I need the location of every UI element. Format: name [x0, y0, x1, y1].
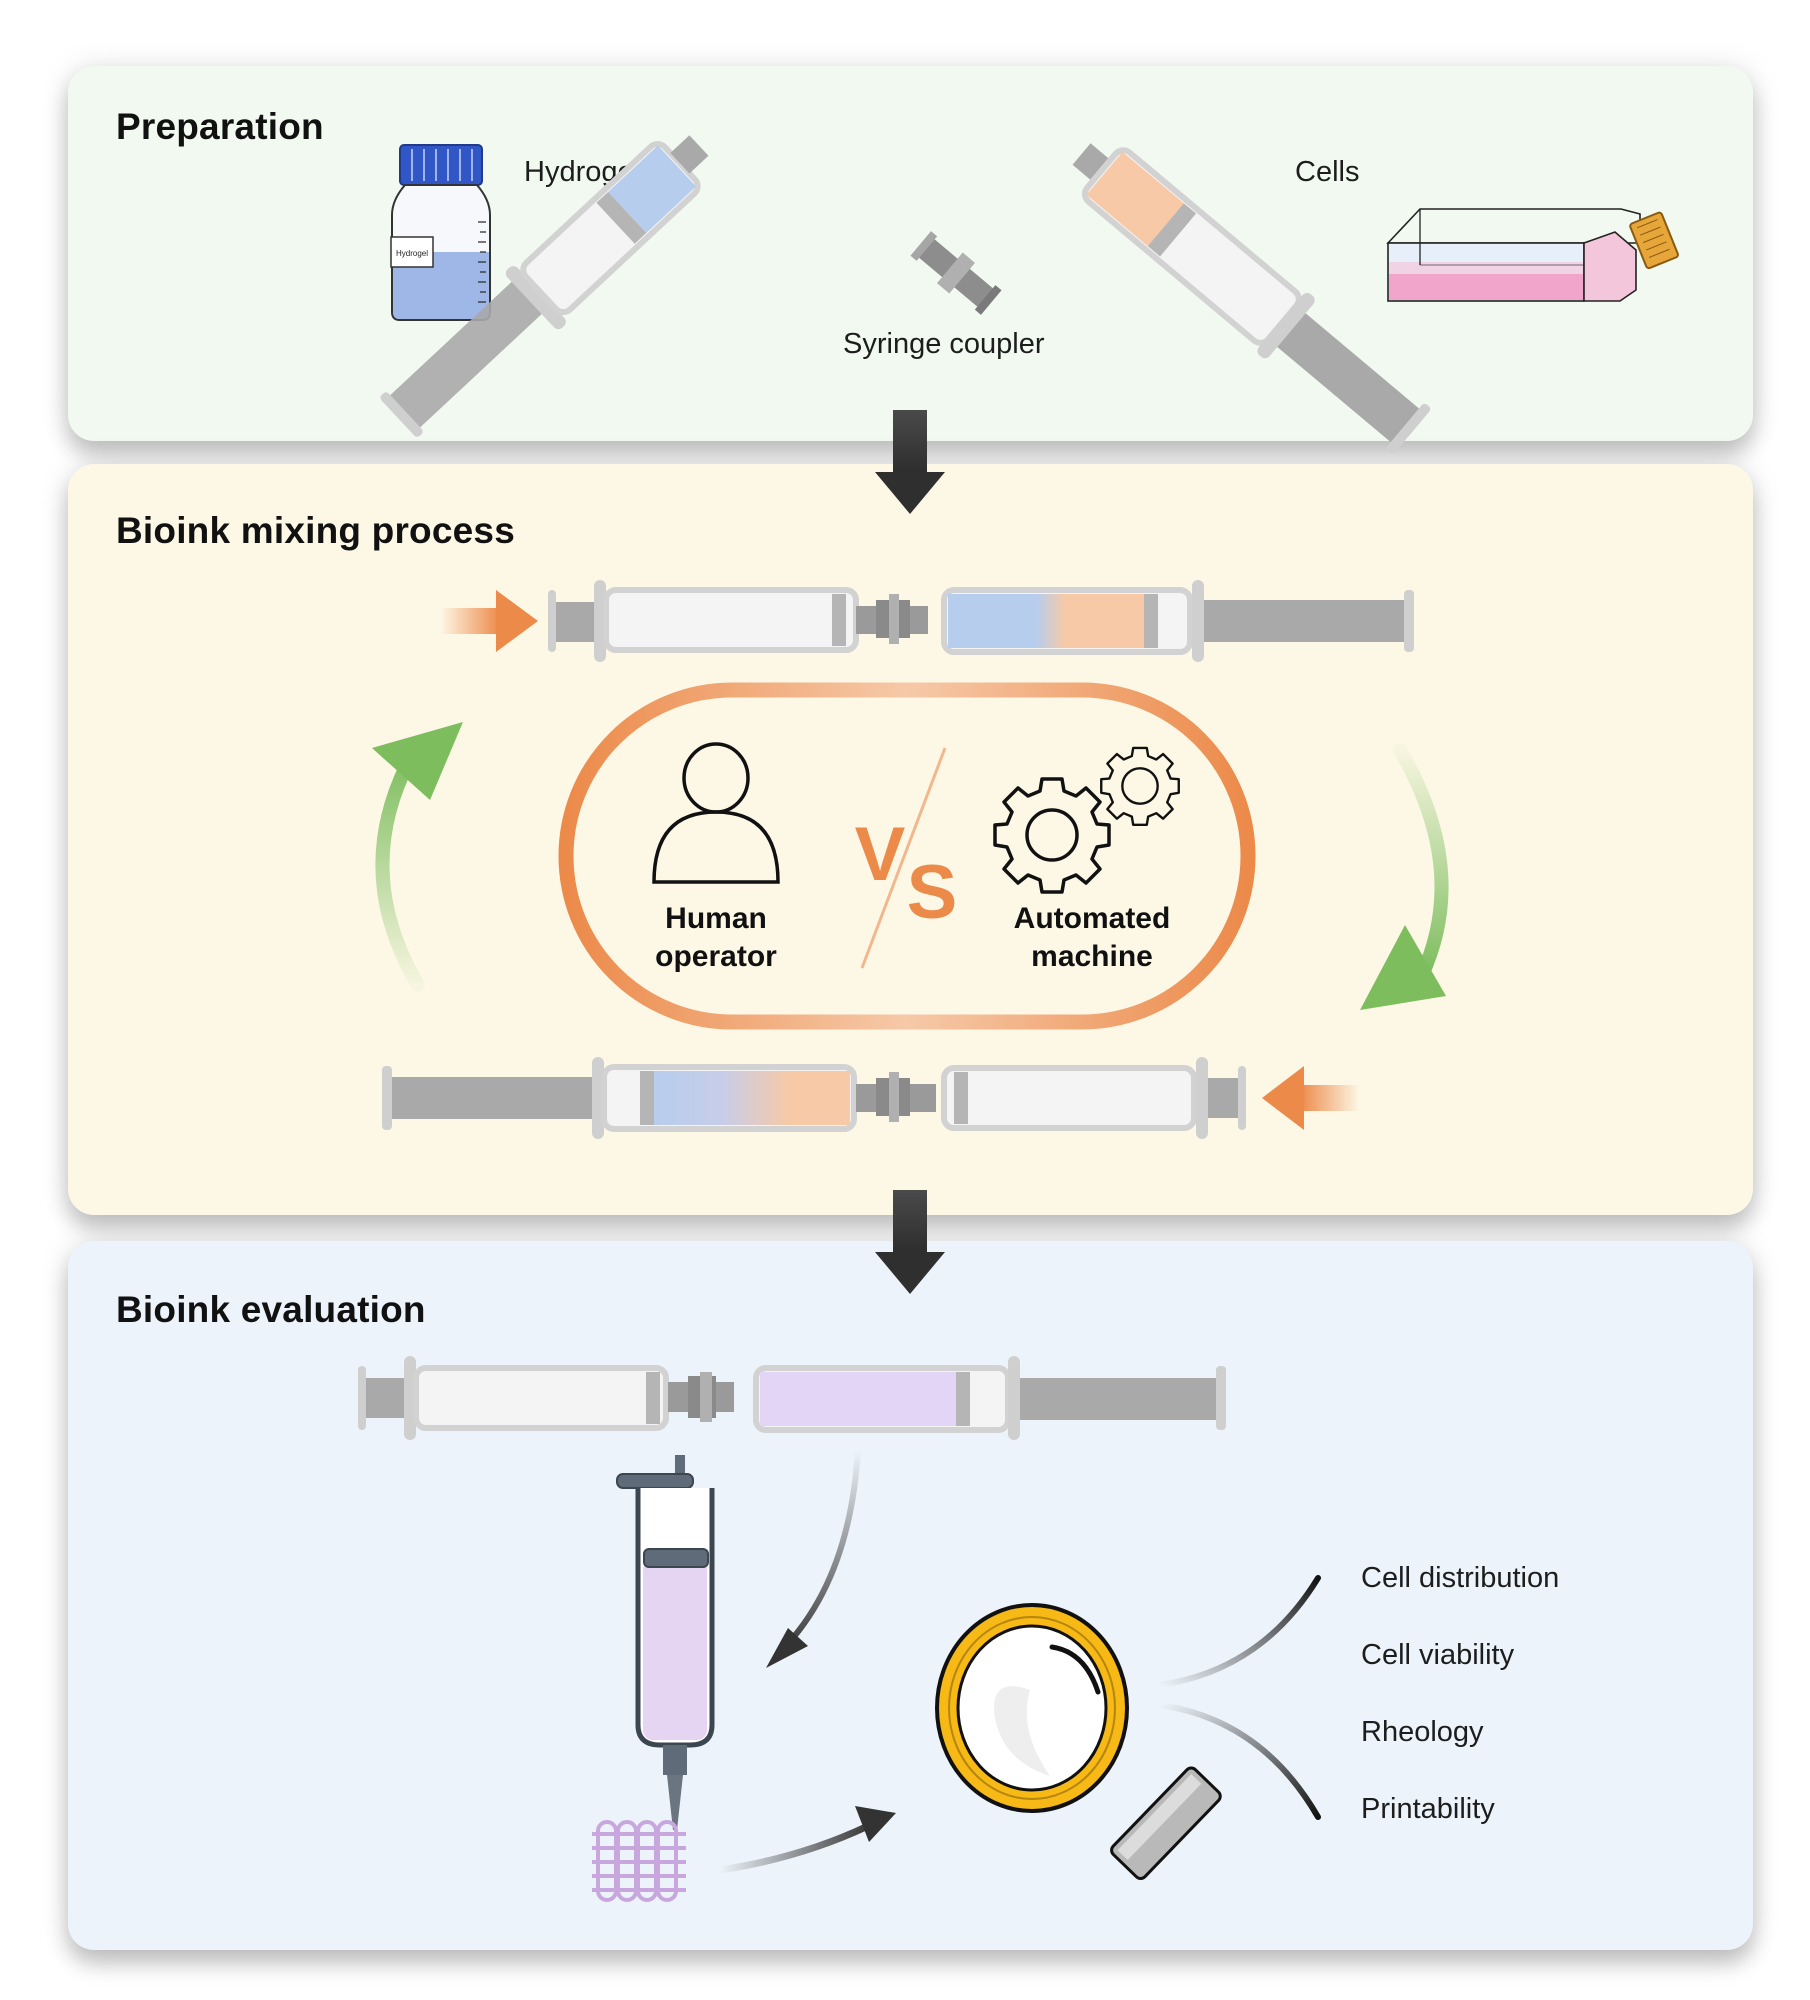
evaluation-panel: Bioink evaluation: [68, 1241, 1753, 1950]
human-label-line2: operator: [655, 940, 777, 973]
print-cartridge-icon: [616, 1455, 715, 1830]
bottom-syringe-pair-icon: [382, 1057, 1246, 1139]
mixing-title: Bioink mixing process: [116, 510, 515, 551]
cell-culture-flask-icon: [1386, 208, 1679, 302]
printed-scaffold-icon: [592, 1820, 686, 1902]
hydrogel-syringe-icon: [380, 135, 709, 437]
human-operator-label: Human operator: [606, 900, 826, 976]
evaluation-title: Bioink evaluation: [116, 1289, 426, 1330]
criteria-branch-lines: [1157, 1575, 1321, 1820]
vs-icon: V S: [855, 747, 958, 969]
machine-label-line2: machine: [1031, 940, 1153, 973]
push-arrow-left-icon: [1262, 1066, 1360, 1130]
syringe-coupler-icon: [910, 231, 1002, 315]
automated-machine-label: Automated machine: [982, 900, 1202, 976]
preparation-title: Preparation: [116, 106, 324, 147]
human-label-line1: Human: [665, 902, 767, 935]
cells-syringe-icon: [1072, 143, 1431, 454]
flow-down-arrow-2: [875, 1190, 945, 1294]
syringe-coupler-label: Syringe coupler: [843, 328, 1045, 360]
criterion-cell-viability: Cell viability: [1361, 1639, 1515, 1671]
push-arrow-right-icon: [440, 590, 538, 652]
comparison-oval: [558, 682, 1256, 1030]
hydrogel-bottle-icon: Hydrogel: [390, 144, 491, 321]
cycle-arrow-down-icon: [1360, 743, 1449, 1010]
vs-letter-v: V: [855, 812, 906, 897]
criterion-rheology: Rheology: [1361, 1716, 1484, 1748]
machine-label-line1: Automated: [1013, 902, 1171, 935]
flow-down-arrow-1: [875, 410, 945, 514]
cells-label: Cells: [1295, 156, 1360, 188]
human-operator-icon: [652, 742, 780, 884]
bottle-label: Hydrogel: [396, 249, 428, 258]
magnifier-icon: [935, 1603, 1222, 1881]
cycle-arrow-up-icon: [372, 722, 463, 992]
transfer-arrow-icon: [766, 1447, 861, 1668]
criterion-printability: Printability: [1361, 1793, 1495, 1825]
top-syringe-pair-icon: [548, 580, 1414, 662]
analysis-arrow-icon: [716, 1806, 896, 1874]
gears-icon: [993, 746, 1180, 894]
criterion-cell-distribution: Cell distribution: [1361, 1562, 1560, 1594]
vs-letter-s: S: [907, 850, 958, 935]
bioink-syringe-pair-icon: [358, 1356, 1226, 1440]
